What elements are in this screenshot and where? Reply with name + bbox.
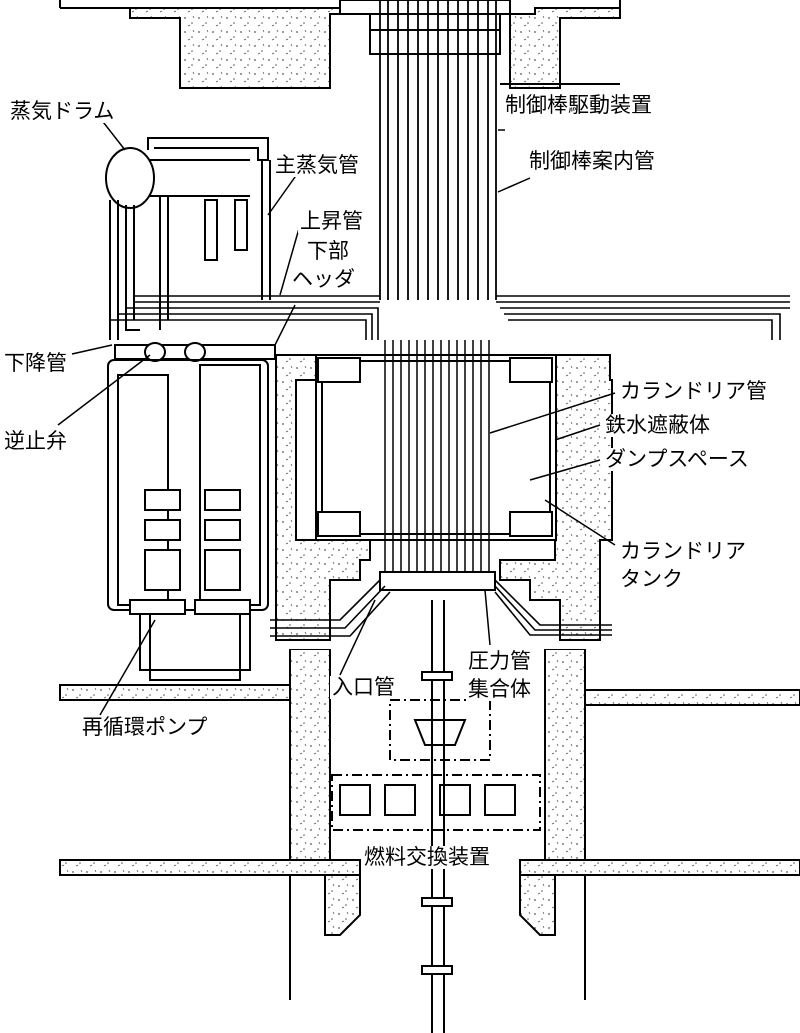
label-steam-drum: 蒸気ドラム xyxy=(8,99,117,123)
fuel-exchanger-machine xyxy=(331,699,541,831)
label-check-valve: 逆止弁 xyxy=(2,429,69,453)
inlet-pipes xyxy=(270,579,612,637)
label-pressure-tube-1: 圧力管 xyxy=(466,649,533,673)
label-iron-water-shield: 鉄水遮蔽体 xyxy=(603,413,712,437)
label-inlet-pipe: 入口管 xyxy=(330,675,397,699)
steam-drum xyxy=(105,137,269,261)
label-main-steam-pipe: 主蒸気管 xyxy=(273,153,361,177)
downcomer-pipes xyxy=(109,195,169,340)
label-lower-header-2: ヘッダ xyxy=(290,267,357,291)
label-dump-space: ダンプスペース xyxy=(603,447,751,471)
fuel-exchanger-shaft xyxy=(421,600,453,1033)
main-steam-pipe xyxy=(261,160,271,300)
calandria-tubes xyxy=(384,340,490,590)
label-control-rod-guide: 制御棒案内管 xyxy=(527,149,657,173)
label-riser-pipe: 上昇管 xyxy=(298,209,365,233)
label-pressure-tube-2: 集合体 xyxy=(466,677,533,701)
pressure-tube-assembly xyxy=(379,571,496,591)
label-calandria-tank-2: タンク xyxy=(618,567,685,591)
label-lower-header-1: 下部 xyxy=(305,239,351,263)
calandria-tank xyxy=(315,354,557,541)
recirculation-loop xyxy=(107,359,269,681)
label-calandria-tube: カランドリア管 xyxy=(618,379,769,403)
lower-building xyxy=(59,649,800,1000)
lower-header xyxy=(114,342,276,362)
recirculation-pump-blocks xyxy=(129,489,251,615)
label-control-rod-drive: 制御棒駆動装置 xyxy=(503,93,654,117)
label-fuel-exchanger: 燃料交換装置 xyxy=(362,845,492,869)
label-recirc-pump: 再循環ポンプ xyxy=(80,715,210,739)
control-rod-guide-tubes xyxy=(379,0,497,300)
riser-header-pipes xyxy=(110,295,790,340)
label-downcomer: 下降管 xyxy=(2,351,69,375)
leader-lines xyxy=(57,117,616,716)
label-calandria-tank-1: カランドリア xyxy=(618,539,748,563)
